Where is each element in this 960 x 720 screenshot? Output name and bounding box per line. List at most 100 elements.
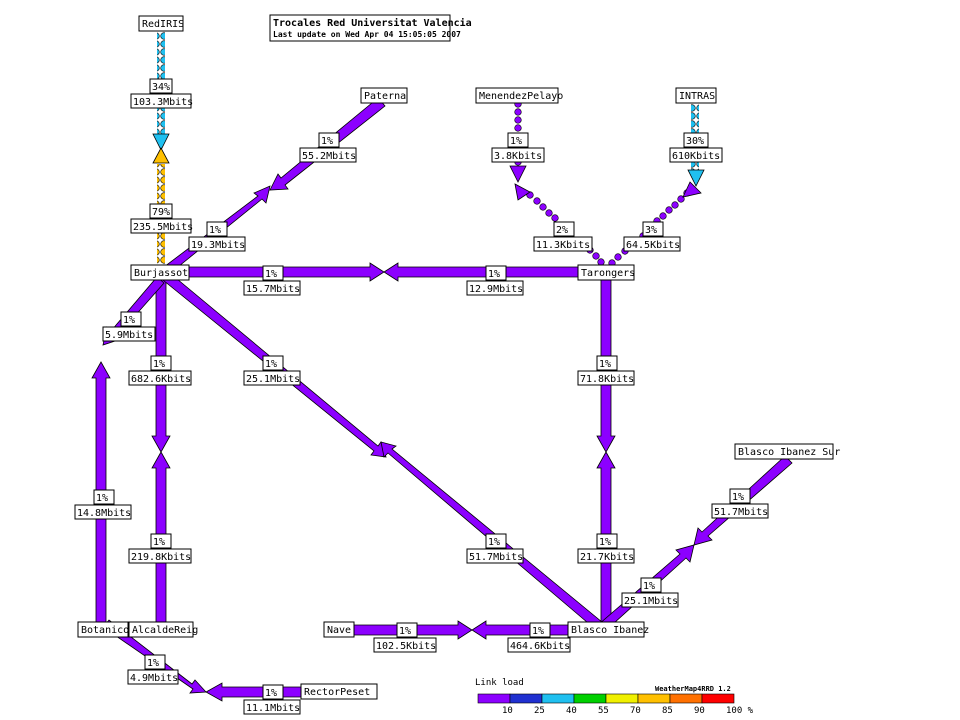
legend-swatch [477,693,511,704]
link-rediris-out-arrow[interactable] [152,147,170,164]
svg-text:1%: 1% [147,658,159,669]
svg-text:1%: 1% [153,537,165,548]
svg-text:2%: 2% [556,225,568,236]
label-balc-b: 1% 219.8Kbits [128,533,192,564]
svg-text:1%: 1% [265,269,277,280]
last-update: Last update on Wed Apr 04 15:05:05 2007 [273,30,461,39]
legend-swatch [573,693,607,704]
svg-text:51.7Mbits: 51.7Mbits [469,552,523,563]
svg-text:1%: 1% [599,537,611,548]
svg-text:Paterna: Paterna [364,91,406,102]
legend-tick-label: 90 [694,706,705,716]
label-rediris-out: 79% 235.5Mbits [130,203,193,234]
legend-swatch [669,693,703,704]
legend-tick-label: 55 [598,706,609,716]
svg-text:RedIRIS: RedIRIS [142,19,184,30]
svg-text:464.6Kbits: 464.6Kbits [510,641,570,652]
label-intras-in: 30% 610Kbits [669,132,723,163]
svg-text:55.2Mbits: 55.2Mbits [302,151,356,162]
label-rediris-in: 34% 103.3Mbits [130,78,193,109]
svg-text:102.5Kbits: 102.5Kbits [376,641,436,652]
label-rector-a: 1% 4.9Mbits [127,654,179,685]
legend-tick-label: 40 [566,706,577,716]
svg-text:3%: 3% [645,225,657,236]
svg-text:1%: 1% [209,225,221,236]
svg-text:Tarongers: Tarongers [581,268,635,279]
label-tbl-b: 1% 21.7Kbits [577,533,635,564]
svg-text:103.3Mbits: 103.3Mbits [133,97,193,108]
label-paterna-in: 1% 55.2Mbits [299,132,357,163]
label-bt-a: 1% 15.7Mbits [243,265,301,296]
label-bbot-a: 1% 5.9Mbits [102,311,156,342]
legend-swatch [605,693,639,704]
svg-text:15.7Mbits: 15.7Mbits [246,284,300,295]
node-alcalde-reig[interactable]: AlcaldeReig [128,621,198,638]
svg-text:34%: 34% [152,82,170,93]
svg-text:21.7Kbits: 21.7Kbits [580,552,634,563]
legend-swatch [509,693,543,704]
link-intras-out-arrow[interactable] [682,181,702,198]
svg-text:682.6Kbits: 682.6Kbits [131,374,191,385]
legend-tick-label: 10 [502,706,513,716]
svg-text:25.1Mbits: 25.1Mbits [624,596,678,607]
node-blasco-ibanez[interactable]: Blasco Ibanez [567,621,649,638]
link-menendez-out-arrow[interactable] [514,183,531,201]
svg-text:1%: 1% [510,136,522,147]
legend-swatches [477,693,735,704]
node-intras[interactable]: INTRAS [675,87,717,104]
svg-text:12.9Mbits: 12.9Mbits [469,284,523,295]
legend-tick-label: 25 [534,706,545,716]
svg-text:219.8Kbits: 219.8Kbits [131,552,191,563]
node-nave[interactable]: Nave [323,621,355,638]
node-blasco-ibanez-sur[interactable]: Blasco Ibanez Sur [734,443,840,460]
svg-text:Blasco Ibanez: Blasco Ibanez [571,625,649,636]
svg-text:14.8Mbits: 14.8Mbits [77,508,131,519]
node-botanico[interactable]: Botanico [77,621,129,638]
svg-text:1%: 1% [599,359,611,370]
svg-text:1%: 1% [123,315,135,326]
svg-text:1%: 1% [153,359,165,370]
legend-tick-label: 70 [630,706,641,716]
link-intras-in-arrow[interactable] [687,169,705,187]
svg-text:MenendezPelayo: MenendezPelayo [479,91,563,102]
svg-text:1%: 1% [399,626,411,637]
svg-text:1%: 1% [321,136,333,147]
label-intras-out: 3% 64.5Kbits [623,221,681,252]
svg-text:1%: 1% [96,493,108,504]
link-menendez-in-arrow[interactable] [509,165,527,183]
svg-text:1%: 1% [732,492,744,503]
svg-text:64.5Kbits: 64.5Kbits [626,240,680,251]
svg-text:Blasco Ibanez Sur: Blasco Ibanez Sur [738,447,840,458]
legend-tick-label: 100 % [726,706,754,716]
svg-text:71.8Kbits: 71.8Kbits [580,374,634,385]
label-bbl-b: 1% 51.7Mbits [466,533,524,564]
svg-text:25.1Mbits: 25.1Mbits [246,374,300,385]
label-bbot-b: 1% 14.8Mbits [74,489,132,520]
svg-text:1%: 1% [488,537,500,548]
map-title: Trocales Red Universitat Valencia [273,17,472,29]
label-nave-b: 1% 464.6Kbits [507,622,571,653]
svg-text:Nave: Nave [327,625,351,636]
label-bt-b: 1% 12.9Mbits [466,265,524,296]
node-tarongers[interactable]: Tarongers [577,264,635,281]
node-rector-peset[interactable]: RectorPeset [300,683,378,700]
link-rediris-in-arrow[interactable] [152,133,170,151]
node-menendez-pelayo[interactable]: MenendezPelayo [475,87,563,104]
svg-text:79%: 79% [152,207,170,218]
node-burjassot[interactable]: Burjassot [130,264,190,281]
label-nave-a: 1% 102.5Kbits [373,622,437,653]
link-menendez-out-dots[interactable] [526,191,605,266]
label-bsur-b: 1% 25.1Mbits [621,577,679,608]
svg-text:11.3Kbits: 11.3Kbits [536,240,590,251]
svg-text:4.9Mbits: 4.9Mbits [130,673,178,684]
node-paterna[interactable]: Paterna [360,87,408,104]
svg-text:1%: 1% [643,581,655,592]
svg-text:1%: 1% [532,626,544,637]
legend-credit: WeatherMap4RRD 1.2 [655,685,731,693]
legend-tick-label: 85 [662,706,673,716]
svg-text:RectorPeset: RectorPeset [304,687,370,698]
svg-text:235.5Mbits: 235.5Mbits [133,222,193,233]
legend-swatch [541,693,575,704]
node-rediris[interactable]: RedIRIS [138,15,184,32]
